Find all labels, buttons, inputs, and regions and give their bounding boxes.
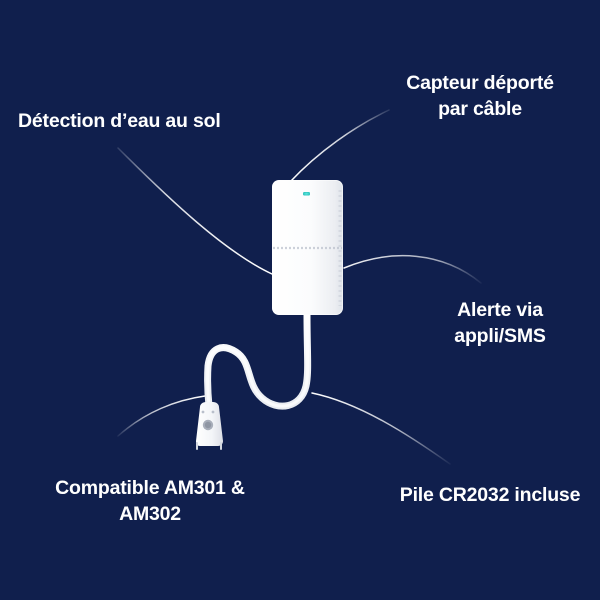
connector-line-compatible [117,395,206,437]
connector-line-alerte [343,254,482,284]
sensor-contact-inner [204,421,212,429]
probe-dot-right [211,410,215,414]
callout-detection: Détection d’eau au sol [18,110,221,132]
callout-capteur: Capteur déporté par câble [406,72,554,121]
detector-body-edge [272,180,343,315]
connector-line-detection [117,147,273,275]
probe-dot-left [201,410,205,414]
connector-line-pile [311,392,451,465]
status-led [303,192,310,196]
detector-body [272,180,343,315]
callout-pile: Pile CR2032 incluse [399,484,581,506]
probe-prongs [196,442,222,450]
sensor-cable-highlight [206,313,310,408]
callout-alerte: Alerte via appli/SMS [454,299,546,348]
connector-line-capteur [289,109,390,183]
callout-compatible: Compatible AM301 & AM302 [55,477,245,526]
